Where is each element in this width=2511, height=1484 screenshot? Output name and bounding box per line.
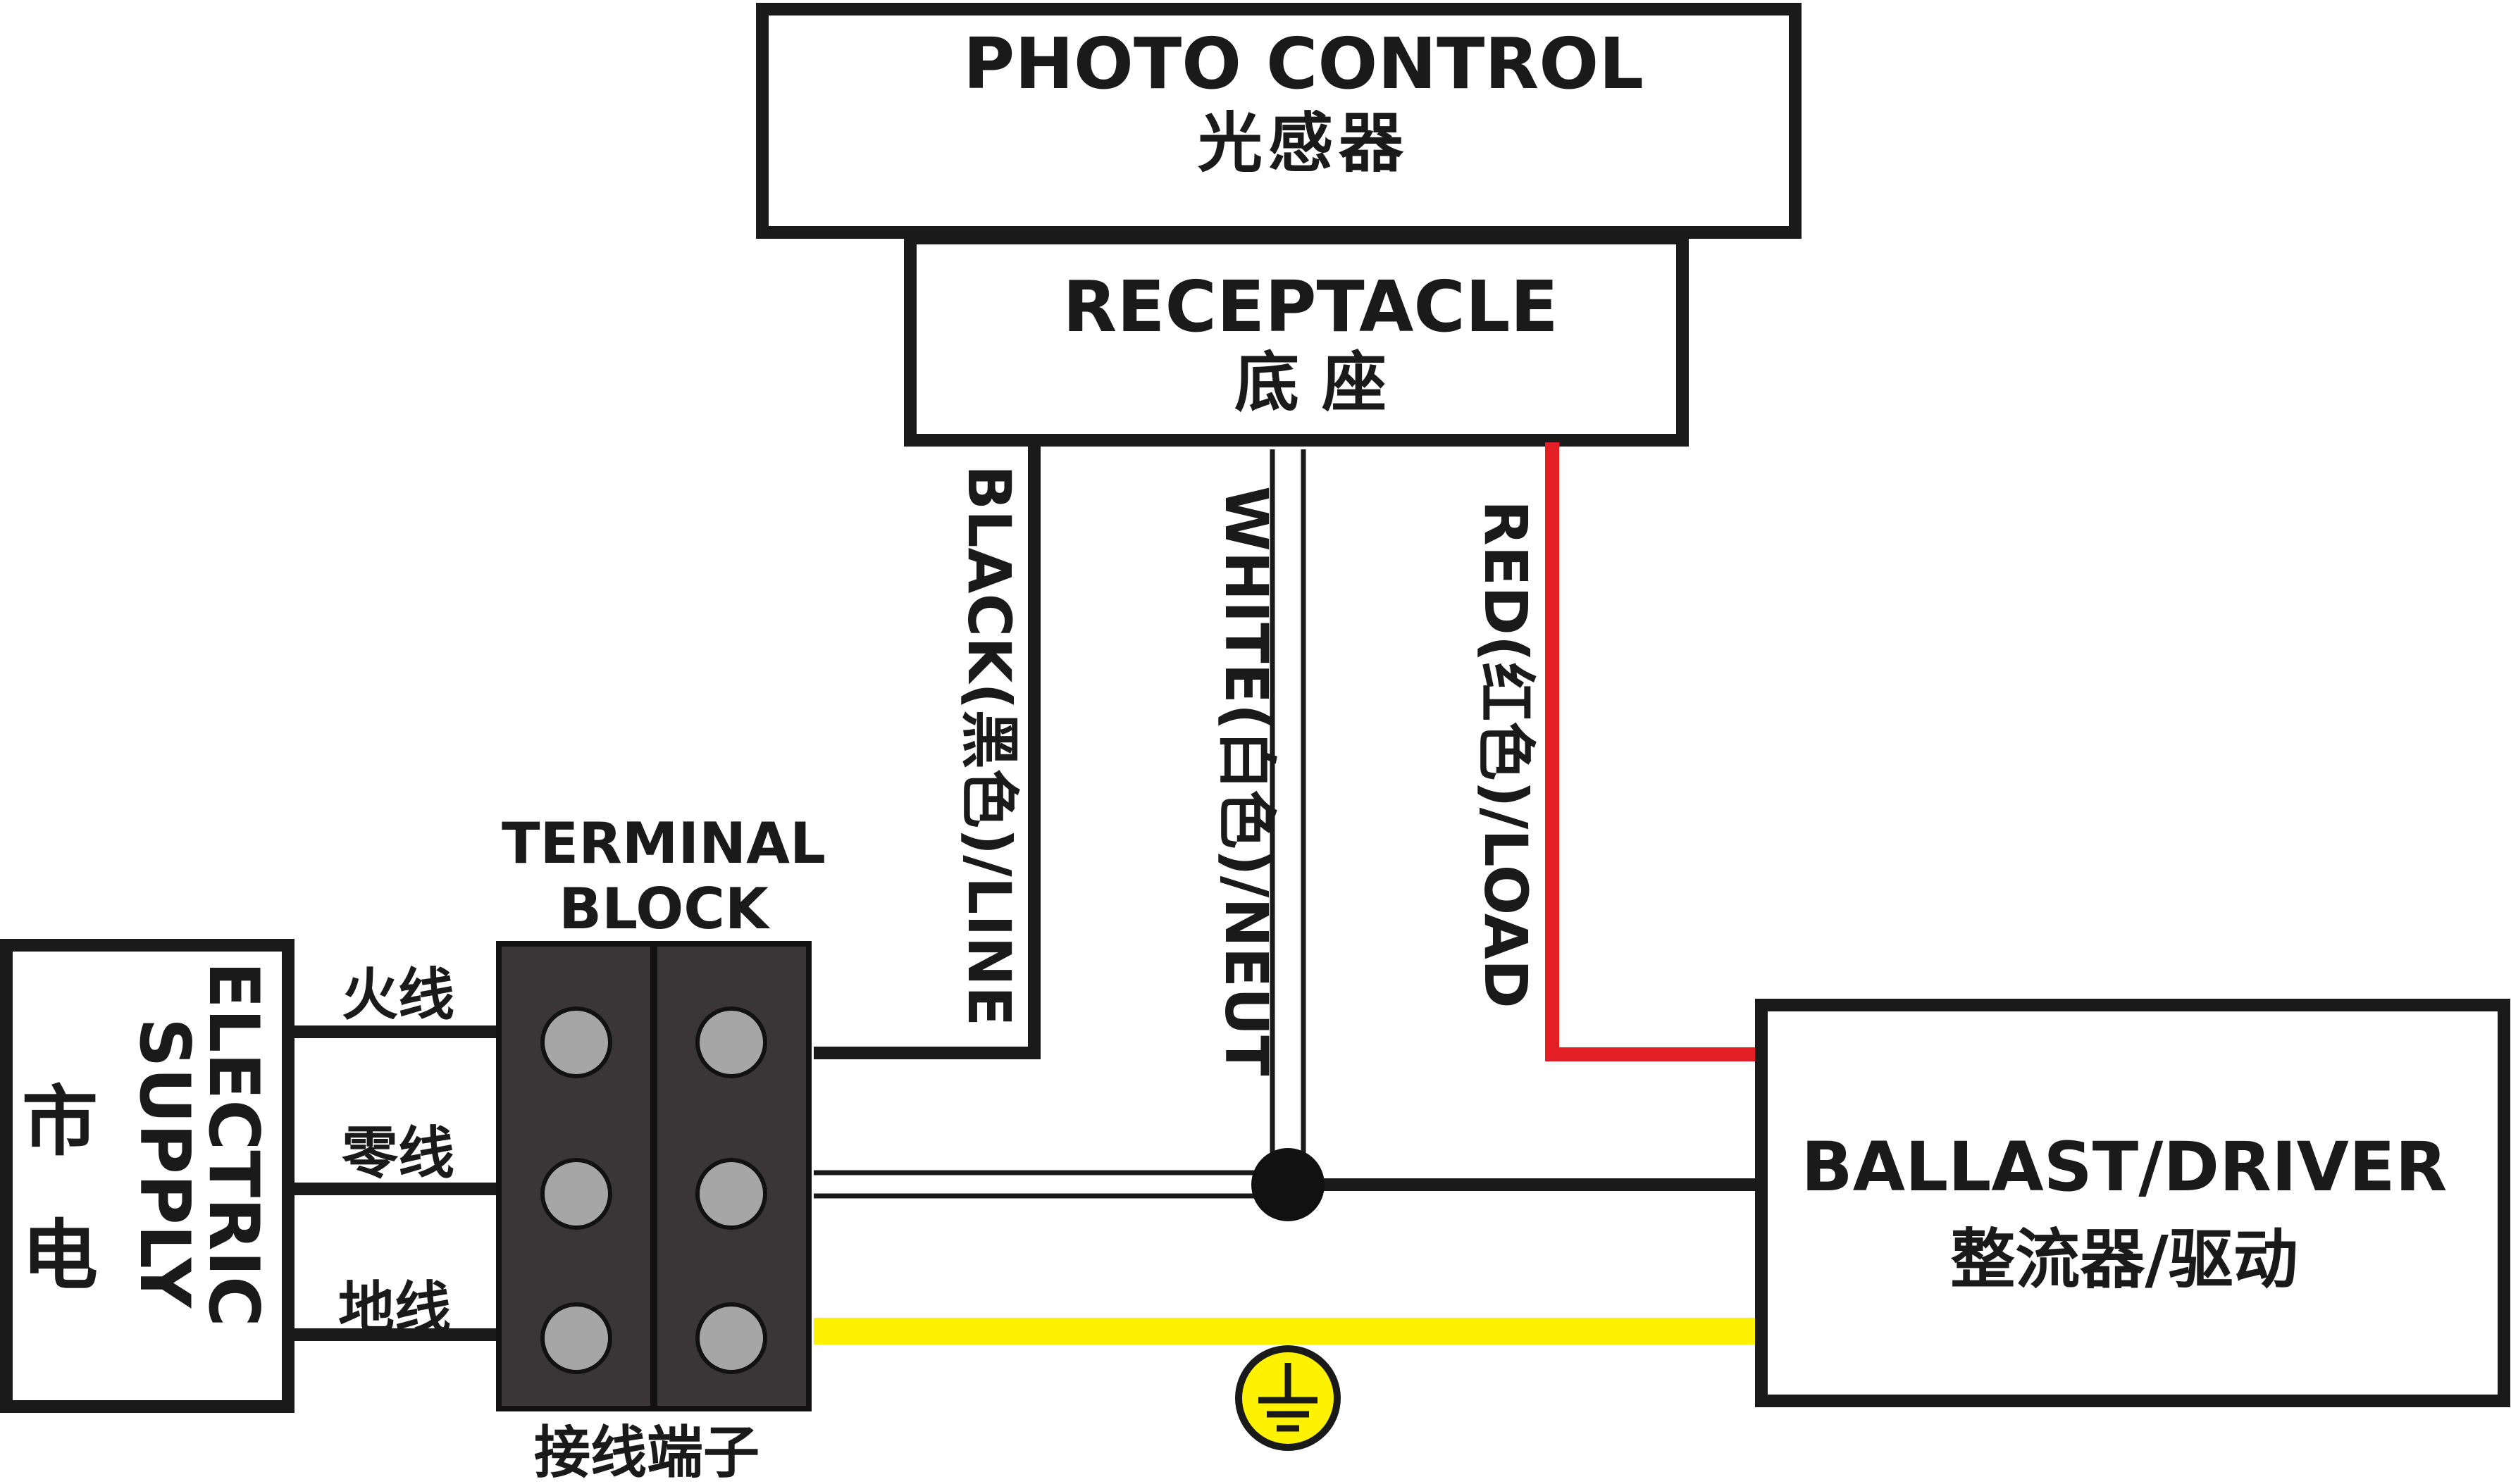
black-wire-label: BLACK(黑色)/LINE: [955, 465, 1024, 1026]
red-load-wire: [1545, 442, 1761, 1061]
electric-supply-box: 市 电 ELECTRIC SUPPLY: [0, 939, 294, 1413]
photo-control-label-en: PHOTO CONTROL: [963, 23, 1644, 105]
terminal-label-line2: BLOCK: [559, 876, 771, 942]
white-neutral-horizontal: [814, 1170, 1272, 1199]
terminal-screw: [695, 1302, 767, 1374]
terminal-screw: [540, 1158, 612, 1230]
ballast-driver-box: BALLAST/DRIVER 整流器/驱动: [1755, 999, 2510, 1407]
ballast-label-en: BALLAST/DRIVER: [1802, 1128, 2448, 1206]
supply-label-cn-2: 电: [22, 1212, 98, 1300]
receptacle-box: RECEPTACLE 底 座: [904, 232, 1689, 447]
receptacle-label-cn: 底 座: [1234, 345, 1387, 420]
neutral-junction-dot: [1251, 1148, 1325, 1221]
earth-label: 地线: [338, 1276, 451, 1341]
photo-control-box: PHOTO CONTROL 光感器: [756, 3, 1802, 239]
receptacle-label-en: RECEPTACLE: [1062, 266, 1558, 348]
terminal-label-line1: TERMINAL: [502, 811, 826, 876]
photo-control-label-cn: 光感器: [1198, 106, 1409, 181]
terminal-screw: [540, 1006, 612, 1078]
live-label: 火线: [342, 962, 454, 1028]
terminal-screw: [695, 1158, 767, 1230]
supply-label-en-1: ELECTRIC: [193, 961, 273, 1327]
terminal-label-cn: 接线端子: [534, 1420, 760, 1484]
white-neutral-wire: [1268, 449, 1308, 1182]
black-line-wire: [814, 442, 1041, 1059]
supply-label-cn-1: 市: [22, 1078, 98, 1166]
terminal-screws: [540, 1006, 767, 1374]
supply-label-en-2: SUPPLY: [124, 1018, 204, 1309]
white-wire-label: WHITE(白色)/NEUT: [1212, 486, 1281, 1076]
terminal-screw: [695, 1006, 767, 1078]
red-wire-label: RED(红色)/LOAD: [1471, 500, 1540, 1009]
ballast-label-cn: 整流器/驱动: [1950, 1222, 2298, 1297]
neutral-label: 零线: [342, 1121, 454, 1186]
terminal-screw: [540, 1302, 612, 1374]
ground-icon: [1235, 1345, 1341, 1451]
terminal-block: TERMINAL BLOCK 接线端子: [496, 811, 826, 1484]
